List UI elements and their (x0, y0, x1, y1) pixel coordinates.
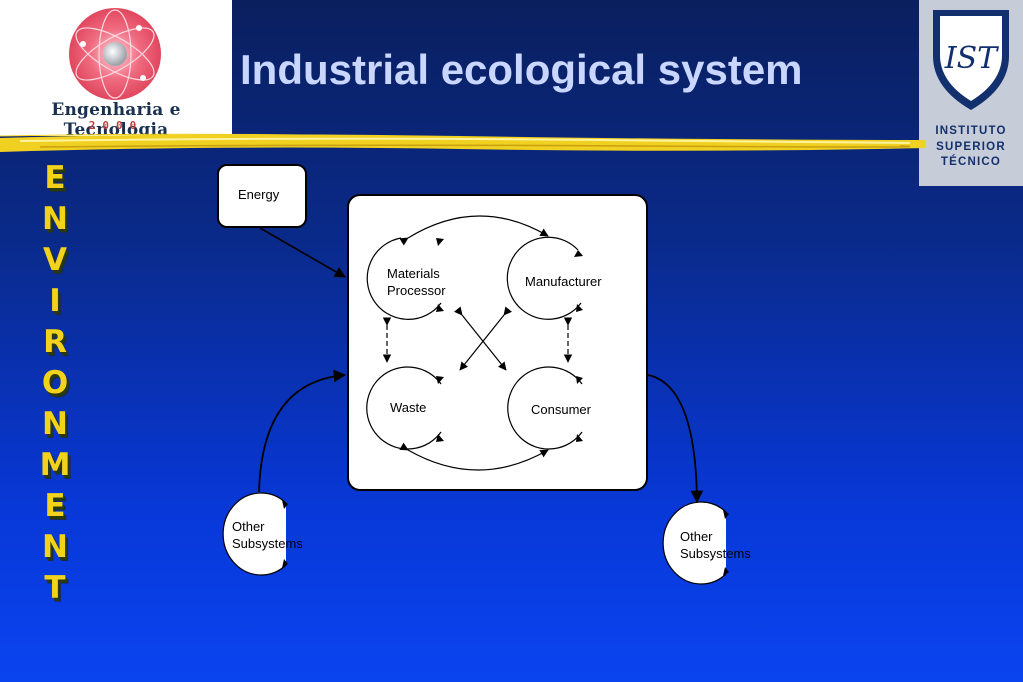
right-output-arrow (647, 374, 704, 504)
env-letter: O (41, 365, 69, 401)
env-letter: R (43, 324, 67, 360)
mp-manufacturer-arrow (399, 215, 549, 246)
materials-processor-line: Processor (387, 283, 446, 298)
other-subsystems-left-label: Other Subsystems (232, 518, 303, 552)
other-left-node (222, 492, 287, 576)
env-letter: V (43, 242, 67, 278)
other-subsystems-right-label: Other Subsystems (680, 528, 751, 562)
materials-processor-node (366, 237, 442, 320)
left-input-arrow (258, 369, 347, 493)
environment-vertical-text: E N V I R O N M E N T (14, 158, 96, 609)
env-letter: N (42, 201, 68, 237)
env-letter: N (42, 529, 68, 565)
env-letter: T (44, 570, 66, 606)
env-letter: I (49, 283, 61, 319)
other-right-line: Subsystems (680, 546, 751, 561)
ist-line: SUPERIOR (936, 140, 1006, 153)
consumer-node (507, 366, 583, 450)
other-left-line: Other (232, 519, 265, 534)
manufacturer-label: Manufacturer (525, 274, 602, 289)
env-letter: M (39, 447, 71, 483)
ist-name: INSTITUTO SUPERIOR TÉCNICO (919, 124, 1023, 171)
materials-processor-label: Materials Processor (387, 265, 446, 299)
diagonal-arrow-2 (459, 306, 513, 371)
waste-consumer-arrow (399, 442, 549, 471)
ist-monogram: IST (944, 41, 999, 76)
other-right-line: Other (680, 529, 713, 544)
consumer-label: Consumer (531, 402, 591, 417)
env-letter: E (44, 160, 66, 196)
env-letter: N (42, 406, 68, 442)
energy-box (217, 164, 307, 228)
materials-processor-line: Materials (387, 266, 440, 281)
ist-line: TÉCNICO (940, 156, 1002, 168)
ist-line: INSTITUTO (935, 125, 1007, 137)
manufacturer-node (506, 236, 582, 320)
logo-year: 2000 (88, 119, 144, 132)
engenharia-tecnologia-logo: Engenharia e Tecnologia 2000 (0, 0, 232, 140)
energy-label: Energy (238, 187, 280, 202)
waste-label: Waste (390, 400, 427, 415)
ist-shield-icon: IST (933, 10, 1009, 110)
ist-logo: IST INSTITUTO SUPERIOR TÉCNICO (919, 0, 1023, 186)
yellow-brush-divider (0, 133, 925, 152)
energy-arrow (259, 227, 346, 278)
env-letter: E (44, 488, 66, 524)
page-title: Industrial ecological system (240, 46, 803, 93)
atom-icon (69, 8, 161, 100)
other-left-line: Subsystems (232, 536, 303, 551)
